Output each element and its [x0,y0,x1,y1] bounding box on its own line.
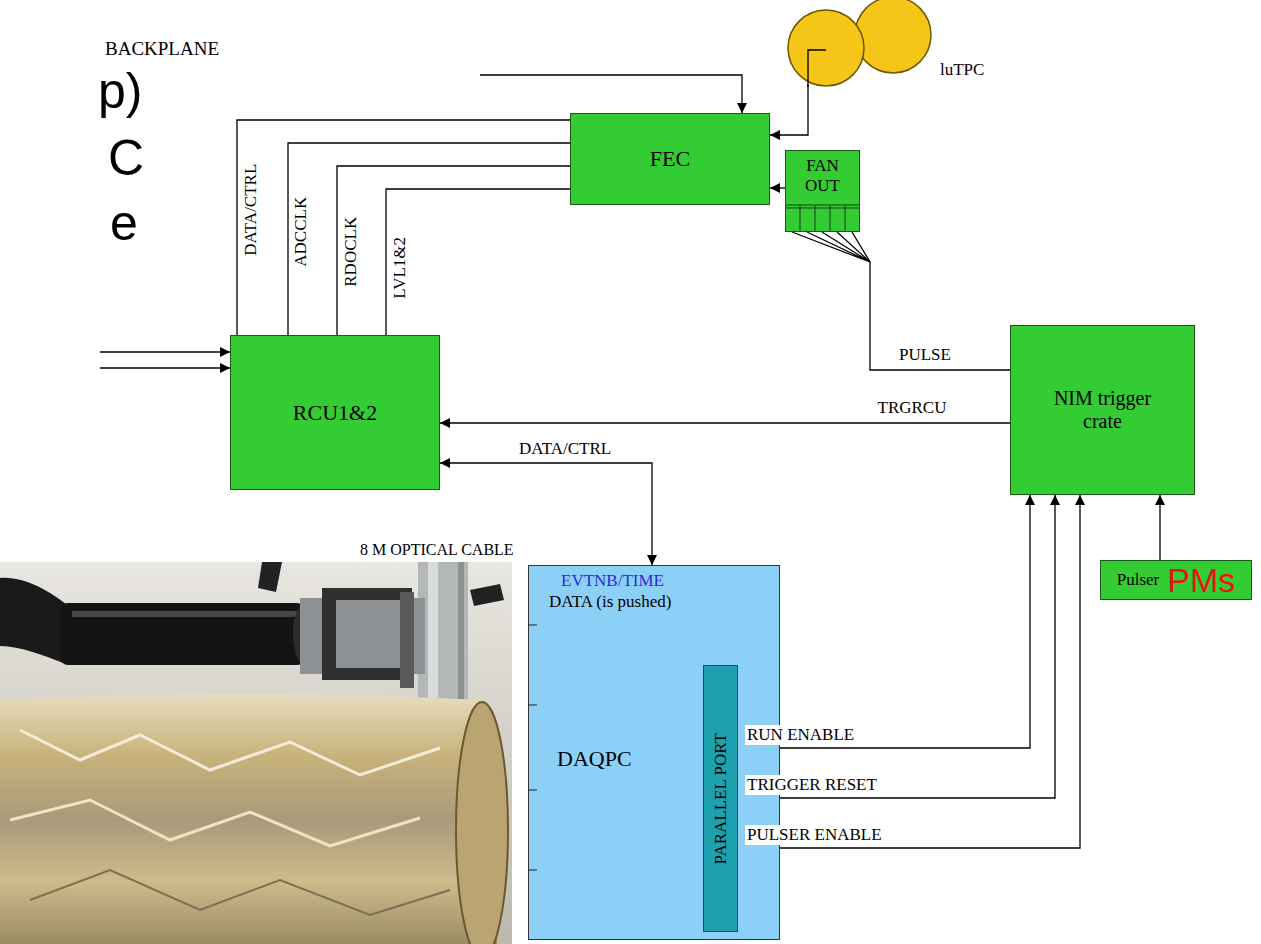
signal-label: PULSER ENABLE [745,825,884,845]
node-text: Pulser [1117,570,1160,590]
label-holder: TRGRCU [876,398,949,418]
signal-label: ADCCLK [291,195,311,269]
node-text: PMs [1167,563,1235,597]
bus-label: BACKPLANE [105,38,219,60]
signal-line [386,189,570,335]
signal-label: RUN ENABLE [745,725,856,745]
node-text: EVTNB/TIME [561,571,664,591]
text-holder: PARALLEL PORT [711,733,731,864]
fanout-grid [786,205,859,231]
signal-line [852,232,1010,370]
signal-label: LVL1&2 [390,235,410,301]
text-holder: EVTNB/TIME [561,571,664,591]
label-holder: RUN ENABLE [745,725,856,745]
wires [100,75,870,368]
signal-line [1159,495,1160,560]
signal-label: PULSE [897,345,953,365]
process-box: RCU1&2 [230,335,440,490]
text-holder: luTPC [940,60,984,80]
label-holder: LVL1&2 [390,235,410,301]
slide-text: p) [98,66,142,116]
signal-label: DATA/CTRL [241,162,261,258]
text-holder: DATA (is pushed) [549,592,671,612]
detector-symbol [787,0,937,100]
cable-label: 8 M OPTICAL CABLE [360,541,514,559]
label-holder: DATA/CTRL [517,439,613,459]
label-holder: RDOCLK [341,215,361,289]
signal-line [738,495,1055,798]
signal-label: TRIGGER RESET [745,775,879,795]
text-holder: FAN OUT [798,156,848,195]
label-holder: TRIGGER RESET [745,775,879,795]
signal-line [440,422,1010,423]
label-holder: C [108,133,144,183]
signal-line [337,166,570,335]
slide-text: C [108,133,144,183]
node-text: FEC [650,146,690,171]
signal-line [770,84,808,135]
text-holder: DAQPC [557,746,632,771]
node-text: RCU1&2 [293,400,377,425]
signal-line [770,187,785,188]
label-holder: 8 M OPTICAL CABLE [360,541,514,559]
node-text: DAQPC [557,746,632,771]
node-text: luTPC [940,60,984,80]
fanout-box: FAN OUT [785,150,860,232]
slide-text: e [110,198,138,248]
process-box: NIM trigger crate [1010,325,1195,495]
pulser-box: Pulser PMs [1100,560,1252,600]
signal-label: RDOCLK [341,215,361,289]
signal-label: DATA/CTRL [517,439,613,459]
label-holder: PULSER ENABLE [745,825,884,845]
label-holder: BACKPLANE [105,38,219,60]
label-holder: e [110,198,138,248]
label-holder: PULSE [897,345,953,365]
detector-label: luTPC [787,5,997,84]
label-holder: ADCCLK [291,195,311,269]
process-box: FEC [570,113,770,205]
node-text: DATA (is pushed) [549,592,671,612]
port-box: PARALLEL PORT [703,665,738,932]
signal-line [738,495,1030,748]
signal-label: TRGRCU [876,398,949,418]
node-text: FAN OUT [798,156,848,195]
tick-marks [529,625,537,870]
node-text: PARALLEL PORT [711,733,731,864]
label-holder: DATA/CTRL [241,162,261,258]
photo [0,562,512,944]
signal-line [237,120,570,335]
label-holder: p) [98,66,142,116]
node-text: NIM trigger crate [1038,387,1168,433]
computer-box: EVTNB/TIMEDATA (is pushed) DAQPC PARALLEL … [528,565,780,940]
signal-line [288,143,570,335]
signal-line [738,495,1080,848]
